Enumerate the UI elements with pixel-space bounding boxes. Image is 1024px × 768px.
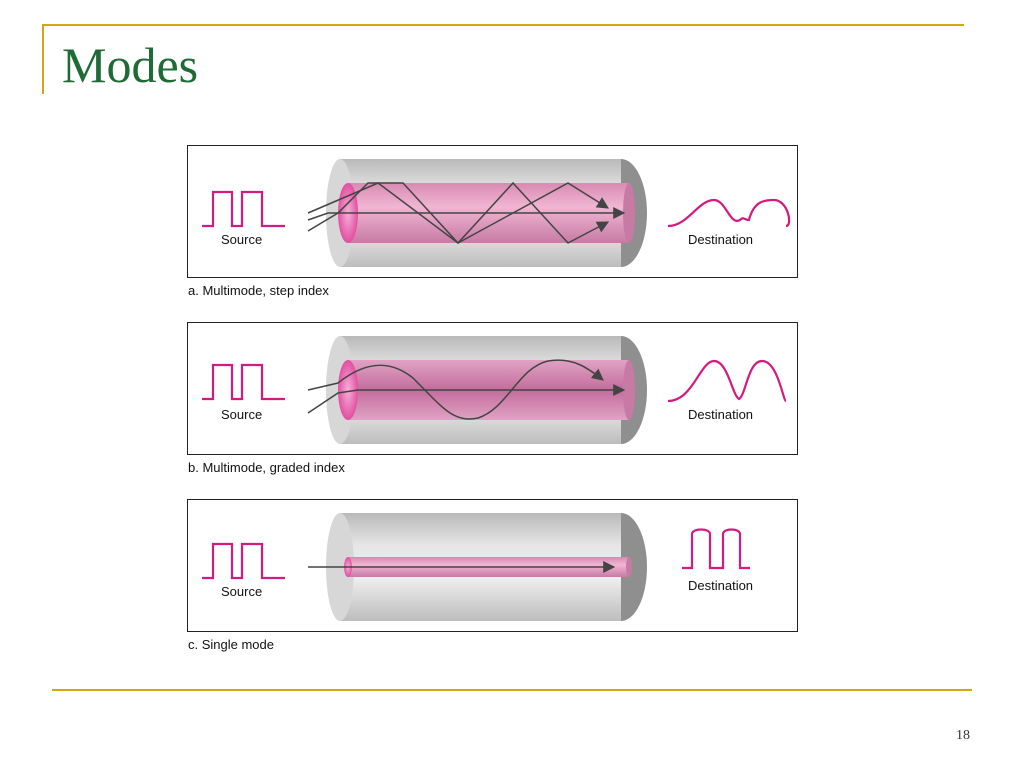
fiber-diagram-step-index: [202, 159, 791, 267]
ray-path: [307, 181, 610, 245]
panel-multimode-step-index: Source Destination: [187, 145, 798, 278]
source-label: Source: [221, 584, 263, 599]
caption-graded-index: b. Multimode, graded index: [188, 460, 345, 475]
ray-path: [307, 359, 604, 420]
ray-path: [307, 207, 626, 221]
source-label: Source: [221, 232, 263, 247]
fiber-diagram-graded-index: [202, 336, 788, 444]
destination-label: Destination: [688, 232, 754, 247]
destination-pulse-icon: [682, 528, 750, 570]
left-rule: [42, 24, 44, 94]
bottom-rule: [52, 689, 972, 691]
panel-single-mode: Source Destination: [187, 499, 798, 632]
source-label: Source: [221, 407, 263, 422]
destination-label: Destination: [688, 407, 754, 422]
caption-single-mode: c. Single mode: [188, 637, 274, 652]
source-pulse-icon: [202, 190, 285, 228]
source-pulse-icon: [202, 542, 285, 580]
ray-path: [307, 384, 626, 414]
core-end-face: [338, 360, 358, 420]
ray-path: [307, 182, 610, 244]
caption-step-index: a. Multimode, step index: [188, 283, 329, 298]
destination-pulse-icon: [667, 359, 788, 403]
top-rule: [42, 24, 964, 26]
source-pulse-icon: [202, 363, 285, 401]
slide-title: Modes: [62, 37, 199, 93]
destination-label: Destination: [688, 578, 754, 593]
page-number: 18: [956, 728, 970, 743]
panel-multimode-graded-index: Source Destination: [187, 322, 798, 455]
destination-pulse-icon: [667, 198, 791, 228]
fiber-diagram-single-mode: [202, 513, 750, 621]
